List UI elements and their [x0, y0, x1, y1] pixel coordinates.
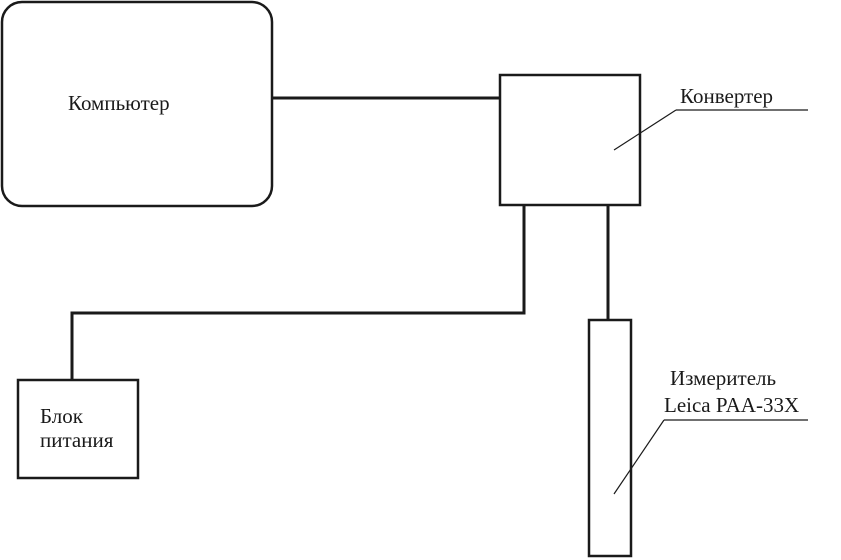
power-supply-label-line1: Блок: [40, 404, 84, 428]
computer-label: Компьютер: [68, 91, 170, 115]
converter-label: Конвертер: [680, 84, 773, 108]
meter-label-line2: Leica PAA-33X: [664, 393, 799, 417]
power-supply-block: [16, 378, 140, 480]
converter-leader-line: [613, 109, 677, 151]
converter-power-wire: [70, 205, 526, 380]
meter-leader-line: [613, 419, 665, 495]
meter-label-line1: Измеритель: [670, 366, 776, 390]
power-supply-label-line2: питания: [40, 428, 114, 452]
meter-block: [587, 318, 633, 558]
computer-block: [0, 0, 274, 208]
converter-block: [498, 73, 642, 207]
